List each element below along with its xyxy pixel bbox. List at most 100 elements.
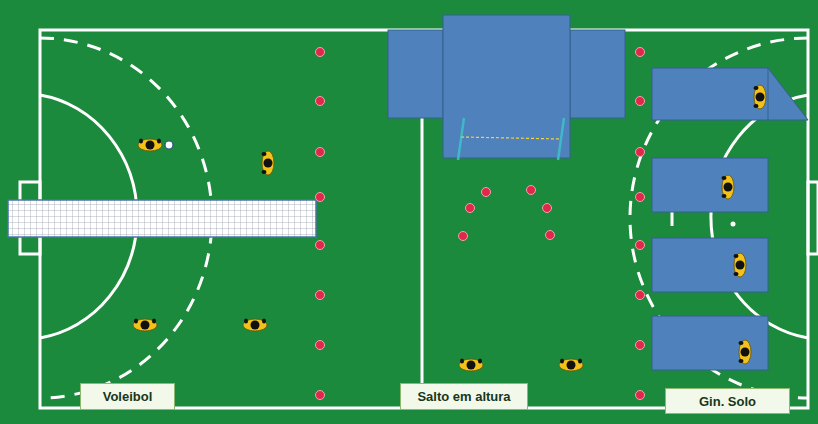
volleyball-net [8, 200, 316, 237]
player [739, 340, 752, 364]
player-head [251, 321, 260, 330]
penalty-spot [731, 222, 736, 227]
gym-mat [652, 238, 768, 292]
player-hand [754, 86, 759, 90]
player [243, 319, 267, 332]
player [138, 139, 162, 152]
player-body [734, 253, 746, 277]
player-body [262, 151, 274, 175]
cone-marker [316, 241, 325, 250]
player-hand [460, 359, 464, 364]
player-head [756, 93, 765, 102]
player-hand [262, 170, 267, 174]
cone-marker [316, 97, 325, 106]
cone-marker [316, 391, 325, 400]
player-head [467, 361, 476, 370]
area-label-box: Gin. Solo [665, 388, 790, 414]
player-hand [739, 359, 744, 363]
player [133, 319, 157, 332]
dashed-arc [630, 38, 808, 398]
player [722, 175, 735, 199]
player-body [754, 85, 766, 109]
cone-marker [636, 193, 645, 202]
player-hand [754, 104, 759, 108]
cone-marker [466, 204, 475, 213]
player-hand [139, 139, 143, 144]
cone-markers [316, 48, 645, 400]
cone-marker [527, 186, 536, 195]
player-body [459, 359, 483, 371]
cone-marker [543, 204, 552, 213]
gym-mat-edge [768, 68, 769, 120]
player-head [141, 321, 150, 330]
player-head [741, 348, 750, 357]
cone-marker [636, 148, 645, 157]
player-hand [578, 359, 582, 364]
jump-standard [458, 118, 464, 160]
jump-bar [461, 137, 561, 139]
player-body [133, 319, 157, 331]
player-hand [134, 319, 138, 324]
player-hand [262, 152, 267, 156]
cone-marker [636, 48, 645, 57]
player [459, 359, 483, 372]
cone-marker [636, 391, 645, 400]
cone-marker [546, 231, 555, 240]
cone-marker [316, 291, 325, 300]
player [754, 85, 767, 109]
player-head [264, 159, 273, 168]
player-head [146, 141, 155, 150]
player-hand [262, 319, 266, 324]
area-label-box: Voleibol [80, 383, 175, 410]
cone-marker [482, 188, 491, 197]
cone-marker [636, 291, 645, 300]
gym-mat [652, 316, 768, 370]
cone-marker [316, 48, 325, 57]
cone-marker [316, 193, 325, 202]
player-hand [722, 176, 727, 180]
player-body [739, 340, 751, 364]
player [559, 359, 583, 372]
player-body [559, 359, 583, 371]
player [262, 151, 275, 175]
players [133, 85, 766, 371]
player-body [138, 139, 162, 151]
cone-marker [316, 148, 325, 157]
high-jump-mat [570, 30, 625, 118]
area-arc [711, 95, 808, 338]
volleyball-net-mesh [8, 200, 316, 237]
player-hand [722, 194, 727, 198]
player-hand [734, 254, 739, 258]
player-hand [152, 319, 156, 324]
cone-marker [459, 232, 468, 241]
area-label: Gin. Solo [699, 394, 756, 409]
player-body [243, 319, 267, 331]
high-jump-mat [443, 15, 570, 158]
player-head [724, 183, 733, 192]
area-label: Salto em altura [417, 389, 510, 404]
player-hand [560, 359, 564, 364]
gym-mat [652, 68, 808, 120]
player-head [736, 261, 745, 270]
cone-marker [636, 341, 645, 350]
high-jump-mat [388, 30, 443, 118]
player-head [567, 361, 576, 370]
player-hand [739, 341, 744, 345]
area-label-box: Salto em altura [400, 383, 528, 410]
goal [808, 182, 818, 254]
cone-marker [636, 97, 645, 106]
cone-marker [316, 341, 325, 350]
player-body [722, 175, 734, 199]
gym-mat [652, 158, 768, 212]
player-hand [244, 319, 248, 324]
player-hand [478, 359, 482, 364]
player-hand [157, 139, 161, 144]
cone-marker [636, 241, 645, 250]
player-hand [734, 272, 739, 276]
area-label: Voleibol [103, 389, 153, 404]
player [734, 253, 747, 277]
volleyball-ball [165, 141, 173, 149]
